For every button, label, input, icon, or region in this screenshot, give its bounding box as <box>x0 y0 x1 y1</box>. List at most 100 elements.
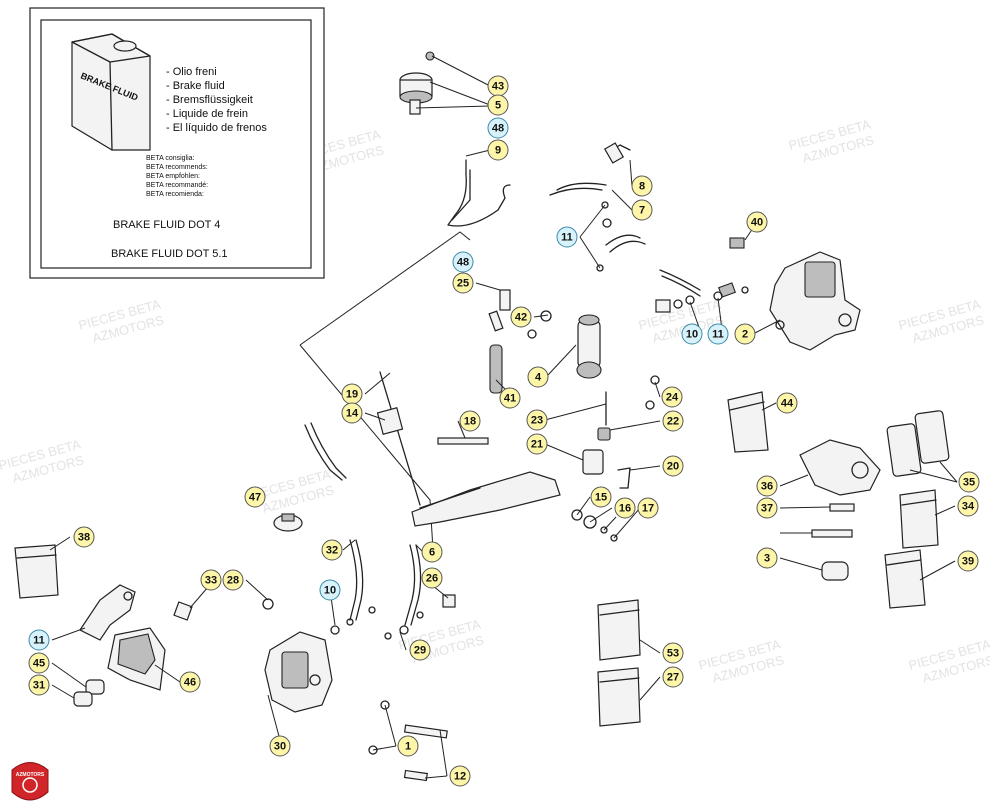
logo-emblem-icon <box>22 777 38 793</box>
part-callout-18: 18 <box>459 410 481 432</box>
callout-label: 27 <box>667 672 679 684</box>
bolt-38 <box>811 529 853 538</box>
callout-label: 47 <box>249 492 261 504</box>
callout-circle <box>662 666 684 688</box>
callout-label: 45 <box>33 658 45 670</box>
piston-39 <box>821 561 849 581</box>
callout-label: 30 <box>274 741 286 753</box>
callout-circle <box>957 495 979 517</box>
callout-circle <box>179 671 201 693</box>
part-callout-33: 33 <box>200 569 222 591</box>
front-brake-caliper <box>718 237 861 351</box>
callout-label: 29 <box>414 645 426 657</box>
callout-circle <box>341 402 363 424</box>
recommends-it: BETA consiglia: <box>146 155 195 162</box>
callout-circle <box>452 272 474 294</box>
callout-circle <box>28 629 50 651</box>
fluid-dot4: BRAKE FLUID DOT 4 <box>113 219 220 231</box>
callout-circle <box>73 526 95 548</box>
repair-kit-bag-34 <box>899 489 939 549</box>
brake-pedal-lever <box>304 371 631 542</box>
part-callout-6: 6 <box>421 541 443 563</box>
part-callout-11: 11 <box>707 323 729 345</box>
callout-circle <box>662 642 684 664</box>
callout-label: 3 <box>764 553 770 565</box>
repair-kit-bag-45 <box>597 599 641 661</box>
caliper-pistons <box>73 679 105 707</box>
fluid-name-es: - El líquido de frenos <box>166 122 267 134</box>
callout-label: 46 <box>184 677 196 689</box>
callout-circle <box>527 366 549 388</box>
callout-label: 1 <box>405 741 411 753</box>
callout-circle <box>421 541 443 563</box>
callout-label: 36 <box>761 481 773 493</box>
callout-label: 28 <box>227 575 239 587</box>
rear-master-cylinder <box>488 289 660 410</box>
callout-label: 19 <box>346 389 358 401</box>
part-callout-12: 12 <box>449 765 471 787</box>
callout-label: 44 <box>781 398 794 410</box>
part-callout-16: 16 <box>614 497 636 519</box>
recommends-fr: BETA recommandé: <box>146 182 208 189</box>
callout-circle <box>756 547 778 569</box>
callout-circle <box>244 486 266 508</box>
callout-label: 31 <box>33 680 45 692</box>
callout-label: 48 <box>457 257 469 269</box>
part-callout-43: 43 <box>487 75 509 97</box>
repair-kit-bag-32 <box>14 544 59 599</box>
callout-label: 2 <box>742 329 748 341</box>
front-reservoir <box>399 51 435 115</box>
callout-label: 8 <box>639 181 645 193</box>
callout-circle <box>487 94 509 116</box>
fluid-dot51: BRAKE FLUID DOT 5.1 <box>111 248 228 260</box>
callout-circle <box>681 323 703 345</box>
callout-label: 21 <box>531 439 543 451</box>
part-callout-3: 3 <box>756 547 778 569</box>
callout-label: 10 <box>686 329 698 341</box>
part-callout-20: 20 <box>662 455 684 477</box>
leader-lines <box>49 55 958 779</box>
fluid-name-en: - Brake fluid <box>166 80 225 92</box>
callout-label: 5 <box>495 100 501 112</box>
callout-label: 4 <box>535 372 542 384</box>
callout-circle <box>707 323 729 345</box>
fluid-name-it: - Olio freni <box>166 66 217 78</box>
callout-circle <box>452 251 474 273</box>
recommends-en: BETA recommends: <box>146 164 208 171</box>
part-callout-21: 21 <box>526 433 548 455</box>
callout-circle <box>776 392 798 414</box>
callout-circle <box>459 410 481 432</box>
callout-label: 17 <box>642 503 654 515</box>
callout-label: 18 <box>464 416 476 428</box>
callout-label: 9 <box>495 145 501 157</box>
callout-label: 23 <box>531 415 543 427</box>
bolt-37 <box>829 503 855 512</box>
callout-label: 11 <box>561 232 573 244</box>
part-callout-32: 32 <box>321 539 343 561</box>
callout-circle <box>487 139 509 161</box>
callout-label: 48 <box>492 123 504 135</box>
callout-circle <box>746 211 768 233</box>
callout-circle <box>662 455 684 477</box>
callout-circle <box>200 569 222 591</box>
part-callout-26: 26 <box>421 567 443 589</box>
part-callout-36: 36 <box>756 475 778 497</box>
callout-label: 22 <box>667 416 679 428</box>
part-callout-7: 7 <box>631 199 653 221</box>
part-callout-1: 1 <box>397 735 419 757</box>
part-callout-2: 2 <box>734 323 756 345</box>
callout-label: 25 <box>457 278 469 290</box>
callout-label: 53 <box>667 648 679 660</box>
callout-circle <box>662 410 684 432</box>
part-callout-28: 28 <box>222 569 244 591</box>
part-callout-25: 25 <box>452 272 474 294</box>
callout-circle <box>614 497 636 519</box>
part-callout-48: 48 <box>487 117 509 139</box>
part-callout-8: 8 <box>631 175 653 197</box>
caliper-bracket <box>79 584 136 641</box>
callout-label: 7 <box>639 205 645 217</box>
callout-label: 34 <box>962 501 975 513</box>
rear-reservoir-cap <box>273 513 303 532</box>
